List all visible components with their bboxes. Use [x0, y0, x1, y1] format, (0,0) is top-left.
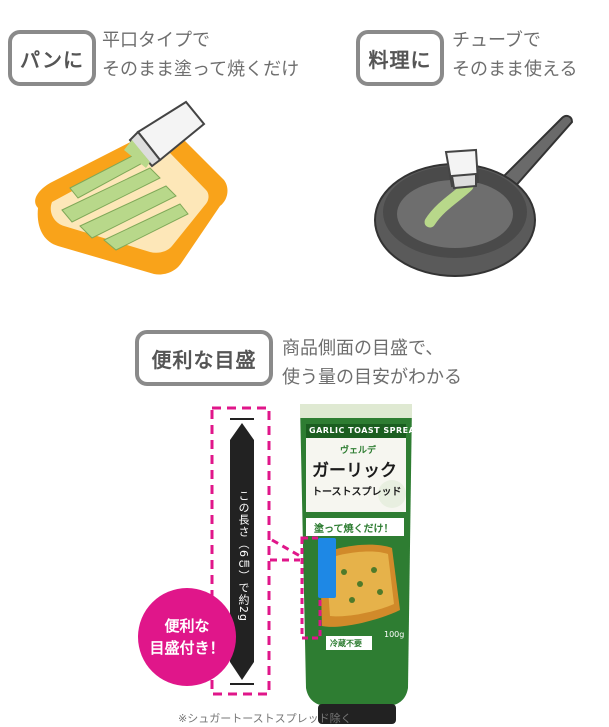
product-tube-illustration	[300, 404, 412, 724]
bread-desc-line1: 平口タイプで	[102, 30, 210, 51]
bread-badge: パンに	[8, 30, 96, 86]
bread-description: 平口タイプで そのまま塗って焼くだけ	[102, 26, 299, 84]
callout-line2: 目盛付き！	[149, 639, 225, 657]
cooking-description: チューブで そのまま使える	[452, 26, 577, 84]
product-name-line1: ガーリック	[312, 461, 397, 481]
bread-desc-line2: そのまま塗って焼くだけ	[102, 59, 300, 80]
scale-description: 商品側面の目盛で、 使う量の目安がわかる	[282, 334, 462, 392]
scale-badge: 便利な目盛	[135, 330, 273, 386]
product-tagline: 塗って焼くだけ！	[314, 524, 394, 535]
scale-label: この長さ（6㎝）で約2g	[237, 490, 250, 622]
frying-pan-illustration	[374, 114, 574, 277]
cooking-badge: 料理に	[356, 30, 444, 86]
scale-desc-line2: 使う量の目安がわかる	[282, 367, 462, 388]
product-banner: GARLIC TOAST SPREAD	[309, 426, 423, 435]
scale-callout: 便利な 目盛付き！	[138, 588, 236, 686]
scale-bar-illustration	[210, 406, 301, 696]
product-name-line2: トーストスプレッド	[312, 487, 402, 498]
footnote: ※シュガートーストスプレッド除く	[178, 712, 352, 725]
product-storage-badge: 冷蔵不要	[330, 639, 362, 648]
cooking-desc-line1: チューブで	[452, 30, 541, 51]
product-brand: ヴェルデ	[340, 446, 377, 456]
cooking-desc-line2: そのまま使える	[452, 59, 578, 80]
scale-desc-line1: 商品側面の目盛で、	[282, 338, 444, 359]
callout-line1: 便利な	[164, 617, 210, 635]
toast-illustration	[35, 100, 228, 275]
product-weight: 100g	[384, 630, 405, 639]
